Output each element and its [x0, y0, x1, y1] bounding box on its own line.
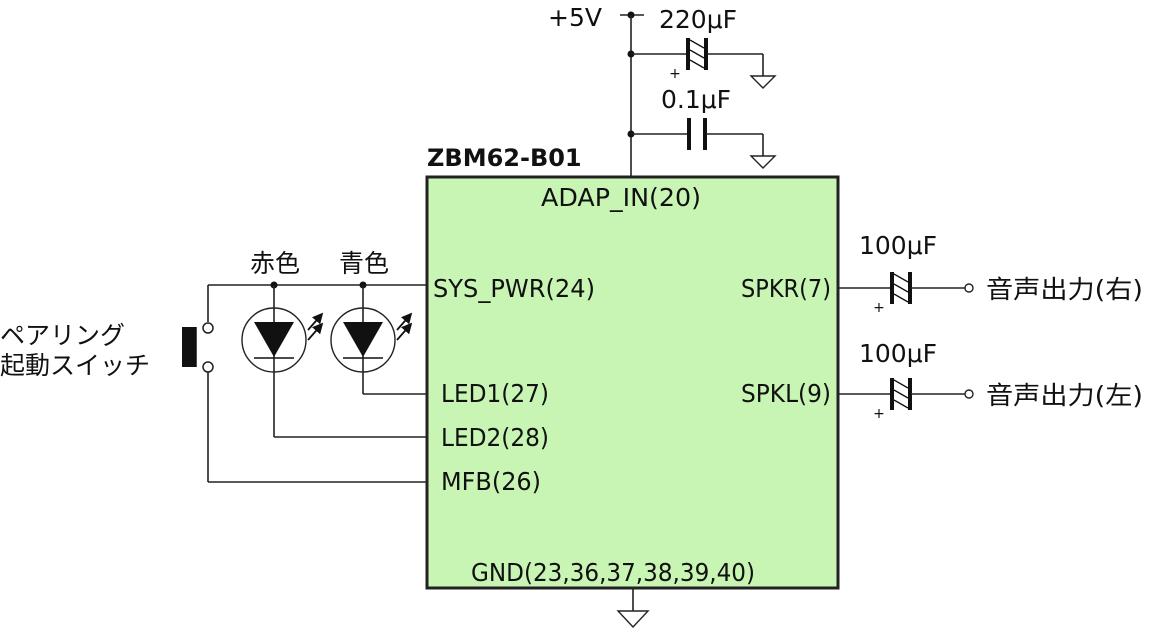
led-red-label: 赤色	[250, 249, 300, 278]
cap-100uf-left	[838, 378, 974, 410]
led-blue-icon	[330, 285, 413, 394]
led-blue-label: 青色	[339, 249, 389, 278]
ground-icon	[749, 75, 777, 89]
cap-100uf-right	[838, 272, 974, 304]
pin-spkl: SPKL(9)	[741, 379, 831, 408]
output-terminal-right	[964, 283, 974, 293]
pin-adap-in: ADAP_IN(20)	[541, 183, 701, 212]
pin-led1: LED1(27)	[441, 379, 549, 408]
pairing-switch-icon	[182, 322, 214, 482]
cap-left-label: 100μF	[859, 339, 937, 368]
cap-right-polarity: +	[873, 300, 885, 316]
cap-220uf-label: 220μF	[659, 5, 737, 34]
ground-icon	[749, 155, 777, 169]
cap-right-label: 100μF	[859, 231, 937, 260]
pin-sys-pwr: SYS_PWR(24)	[433, 274, 595, 303]
output-right-label: 音声出力(右)	[986, 275, 1143, 304]
sys-pwr-net	[207, 281, 427, 322]
output-left-label: 音声出力(左)	[986, 381, 1143, 410]
pin-mfb: MFB(26)	[441, 467, 541, 496]
cap-220uf	[631, 38, 777, 89]
supply-label: +5V	[548, 3, 602, 32]
ground-icon	[616, 610, 650, 629]
output-terminal-left	[964, 389, 974, 399]
cap-220uf-polarity: +	[669, 66, 681, 82]
switch-label-line1: ペアリング	[0, 321, 125, 350]
led-red-icon	[241, 285, 324, 437]
cap-left-polarity: +	[873, 406, 885, 422]
cap-0-1uf-label: 0.1μF	[661, 85, 731, 114]
module-ground	[616, 588, 650, 629]
pin-gnd: GND(23,36,37,38,39,40)	[471, 558, 755, 587]
module-box	[425, 175, 840, 590]
module-name: ZBM62-B01	[427, 144, 582, 172]
power-rail	[620, 11, 644, 177]
cap-0-1uf	[631, 118, 777, 169]
switch-label-line2: 起動スイッチ	[0, 351, 150, 380]
pin-led2: LED2(28)	[441, 423, 549, 452]
pin-spkr: SPKR(7)	[741, 274, 831, 303]
